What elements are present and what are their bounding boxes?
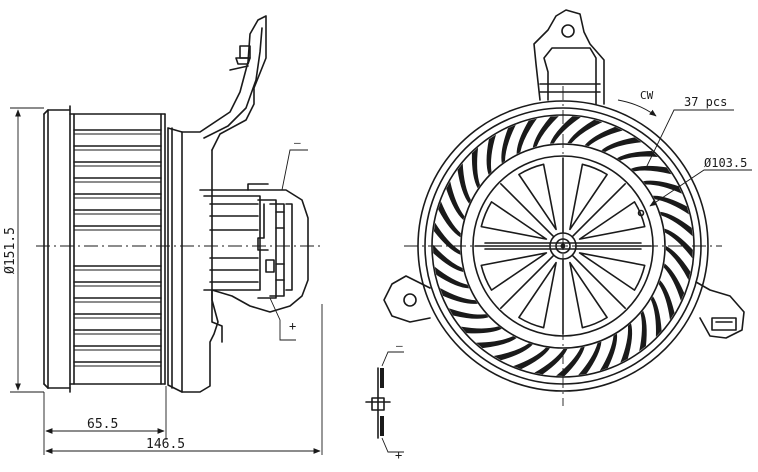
fan-blade bbox=[434, 266, 470, 289]
fan-blade bbox=[631, 165, 672, 175]
mounting-lug-top bbox=[533, 9, 605, 105]
rotor-spoke bbox=[572, 183, 627, 237]
fan-blade bbox=[448, 308, 489, 319]
fan-blade bbox=[461, 326, 502, 334]
fan-blade bbox=[639, 310, 647, 352]
fan-blade bbox=[433, 244, 464, 272]
side-view: — + bbox=[36, 15, 320, 393]
rotor-diameter-label: Ø103.5 bbox=[704, 156, 747, 170]
mounting-lug-left bbox=[383, 275, 431, 323]
fan-blade bbox=[433, 222, 461, 255]
fan-blade bbox=[660, 211, 693, 237]
motor-side bbox=[199, 183, 309, 343]
rotor-window bbox=[518, 261, 557, 329]
fan-blade bbox=[567, 119, 603, 144]
fan-blade bbox=[486, 134, 496, 175]
fan-blade bbox=[584, 126, 623, 147]
fan-blade bbox=[549, 116, 581, 144]
fan-blade bbox=[650, 296, 662, 337]
dimension-lines: Ø151.5 65.5 146.5 bbox=[3, 107, 323, 455]
blade-count-label: 37 pcs bbox=[684, 95, 727, 109]
diameter-label: Ø151.5 bbox=[3, 227, 18, 274]
fan-blade bbox=[440, 288, 478, 304]
rotor-window bbox=[480, 252, 548, 291]
fan-blade bbox=[599, 333, 618, 371]
rotor-window bbox=[569, 261, 608, 329]
rotor-spoke bbox=[572, 255, 627, 310]
rotor-window bbox=[578, 201, 646, 240]
fan-blade bbox=[620, 323, 633, 363]
fan-blade bbox=[471, 147, 480, 189]
fan-blade bbox=[516, 118, 537, 154]
wire-plus bbox=[269, 297, 296, 341]
wire-minus bbox=[281, 149, 308, 191]
width-65-label: 65.5 bbox=[87, 417, 118, 432]
fan-blade bbox=[617, 151, 658, 161]
rotation-label: CW bbox=[640, 89, 654, 102]
minus-label-side: — bbox=[294, 136, 301, 149]
fan-blade bbox=[643, 180, 682, 194]
rotor-window bbox=[578, 252, 646, 291]
fan-blade bbox=[664, 228, 693, 259]
fan-blade bbox=[665, 246, 691, 280]
rotor-diameter-leader bbox=[649, 169, 752, 207]
fan-blade bbox=[601, 137, 642, 152]
rotor-spoke bbox=[499, 255, 554, 310]
fan-blade bbox=[446, 181, 465, 220]
plus-label-side: + bbox=[289, 319, 296, 333]
rotor-spoke bbox=[499, 183, 554, 237]
fan-blade bbox=[652, 195, 690, 215]
plus-label-connector: + bbox=[395, 448, 402, 462]
fan-cage-ribs bbox=[73, 129, 162, 367]
hub-shaft bbox=[560, 243, 566, 249]
rotation-arrow bbox=[617, 99, 657, 117]
fan-blade bbox=[476, 336, 517, 349]
mounting-lug-right bbox=[695, 281, 745, 339]
blade-count-leader bbox=[645, 109, 734, 169]
fan-blades bbox=[433, 116, 693, 376]
rotor-window bbox=[518, 163, 557, 231]
fan-blade bbox=[658, 280, 675, 320]
fan-blade bbox=[513, 347, 550, 370]
rotor-window bbox=[480, 201, 548, 240]
fan-blade bbox=[438, 201, 461, 238]
connector-detail: — + bbox=[365, 339, 404, 462]
fan-blade bbox=[532, 116, 559, 148]
fan-blade bbox=[663, 263, 685, 301]
housing-side bbox=[167, 15, 267, 393]
fan-blade bbox=[578, 341, 602, 376]
fan-blade bbox=[501, 124, 516, 164]
width-146-label: 146.5 bbox=[146, 437, 185, 452]
fan-blade bbox=[457, 163, 471, 204]
rotor-window bbox=[569, 163, 608, 231]
minus-label-connector: — bbox=[396, 339, 403, 352]
fan-blade bbox=[493, 343, 533, 361]
front-annotations: CW 37 pcs Ø103.5 bbox=[617, 89, 752, 207]
fan-blade bbox=[556, 346, 585, 376]
fan-cage-side bbox=[43, 105, 166, 393]
front-view bbox=[383, 9, 745, 406]
fan-blade bbox=[534, 348, 568, 375]
